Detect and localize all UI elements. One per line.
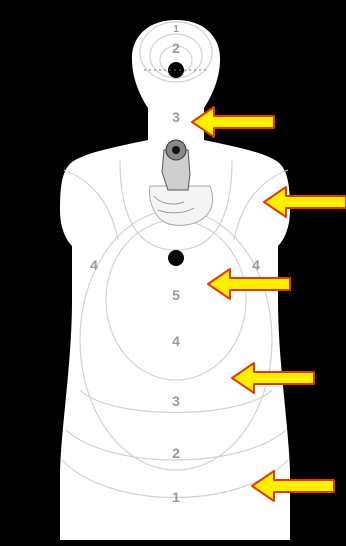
side-score-left: 4 (90, 257, 98, 273)
torso-score-3: 3 (172, 393, 180, 409)
torso-score-4: 4 (172, 333, 180, 349)
chest-aim-dot (168, 250, 184, 266)
side-score-right: 4 (252, 257, 260, 273)
torso-score-5: 5 (172, 287, 180, 303)
head-score-1: 1 (173, 24, 179, 35)
torso-score-1: 1 (172, 489, 180, 505)
head-score-3: 3 (172, 109, 180, 125)
head-score-2: 2 (172, 40, 180, 56)
torso-score-2: 2 (172, 445, 180, 461)
